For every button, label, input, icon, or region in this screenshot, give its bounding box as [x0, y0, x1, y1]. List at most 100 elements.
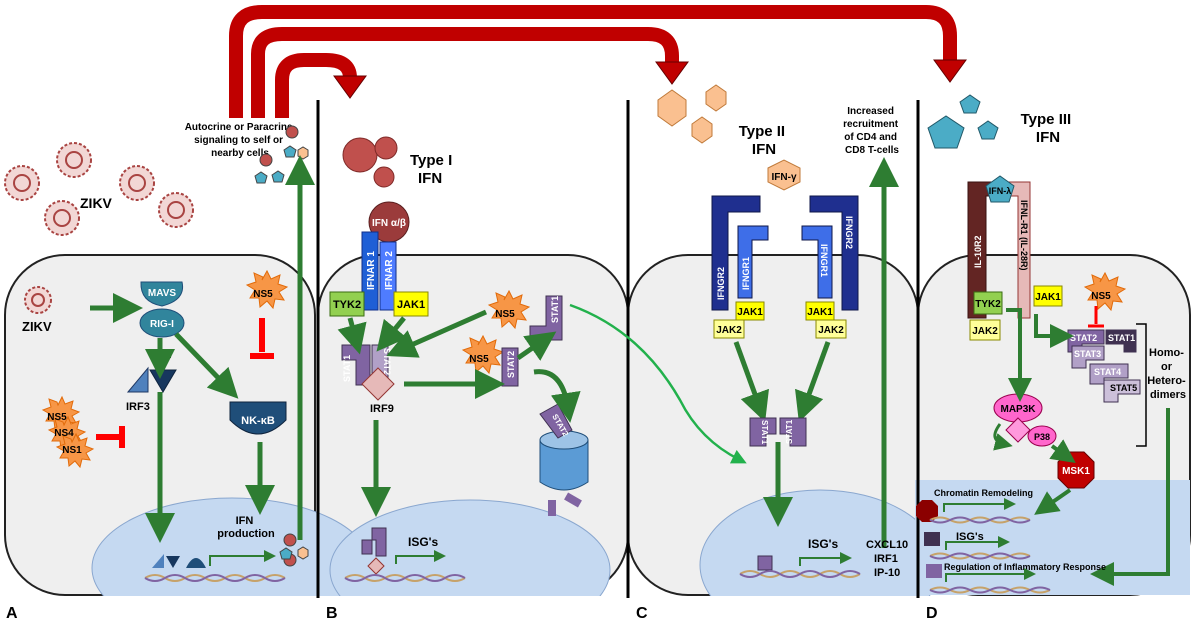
ifnl-ligand [985, 175, 1015, 203]
irf9-shape-b [361, 367, 395, 401]
jak1-box-b [393, 291, 429, 317]
dimer-bracket [1136, 323, 1147, 447]
type1-ifn-circles [342, 136, 398, 188]
stat5-label-d: STAT5 [1110, 383, 1137, 393]
chromatin-octagon [916, 500, 938, 522]
dna-c [739, 570, 861, 578]
zikv-label-inside: ZIKV [22, 319, 52, 334]
ifng-ligand [767, 159, 801, 191]
ns5-burst-b1: NS5 [487, 289, 531, 330]
green-arrows-a [90, 293, 275, 543]
signaling-label: Autocrine or Paracrine signaling to self… [185, 122, 296, 159]
stat-dimer-nucleus-1 [924, 532, 940, 546]
jak1-label-d: JAK1 [1035, 292, 1061, 303]
zikv-label-outside: ZIKV [80, 195, 113, 211]
map3k-label: MAP3K [1000, 404, 1036, 415]
panel-letter-d: D [926, 605, 938, 622]
stat-complex-b [341, 344, 371, 386]
fragment-1 [548, 500, 556, 516]
irf3-label: IRF3 [126, 401, 150, 413]
svg-text:NS5: NS5 [495, 309, 515, 320]
transcription-arrow-d2 [945, 536, 1010, 550]
isg-label-c: ISG's [808, 537, 839, 551]
isg-label-b: ISG's [408, 535, 439, 549]
ifnar2-label: IFNAR 2 [384, 251, 395, 290]
degradation-curve [533, 369, 581, 423]
ns5-burst-a: NS5 [245, 269, 289, 310]
top-red-arrows [229, 5, 957, 118]
irf3-shape [126, 366, 149, 393]
dna-d [929, 516, 1051, 594]
ifn-ab-label: IFN α/β [372, 218, 406, 229]
jak2-left-c [713, 319, 745, 339]
tyk2-box-d [973, 291, 1003, 315]
dna-a [144, 574, 286, 582]
ifn-production-label: IFN production [217, 515, 275, 540]
isg-label-d: ISG's [956, 531, 984, 543]
stat4-label-d: STAT4 [1094, 367, 1121, 377]
fragment-2 [564, 492, 582, 508]
ifn-output-shapes [254, 125, 309, 184]
svg-text:NS5: NS5 [253, 289, 273, 300]
map3k-loop [993, 423, 1013, 451]
ifnlr1-label: IFNL-R1 (IL-28R) [1019, 200, 1029, 271]
red-arrowhead-d [933, 59, 967, 83]
ns5-label-a2: NS5 [47, 412, 67, 423]
jak2-left-label: JAK2 [716, 325, 742, 336]
stat1-free-label: STAT1 [550, 296, 560, 323]
msk1-label: MSK1 [1062, 466, 1090, 477]
type3-ifn-pentagons [927, 94, 999, 149]
stat1-dimer-nucleus [757, 555, 773, 571]
transcription-arrow-d3 [945, 568, 1036, 582]
green-arrows-d [1006, 308, 1170, 586]
chromatin-label: Chromatin Remodeling [934, 488, 1033, 498]
svg-text:NS5: NS5 [469, 354, 489, 365]
stat-dimer-nucleus-2 [926, 564, 942, 578]
ifng-label: IFN-γ [772, 172, 797, 183]
type2-ifn-hexagons [657, 84, 727, 144]
inhibition-d [1088, 306, 1104, 328]
homo-hetero-label: Homo- or Hetero- dimers [1147, 347, 1189, 401]
jak2-right-c [815, 319, 847, 339]
stat1-a-label: STAT1 [760, 420, 769, 445]
jak2-label-d: JAK2 [972, 326, 998, 337]
tyk2-label-b: TYK2 [333, 299, 361, 311]
inhibition-a [96, 318, 274, 448]
rigi-shape [139, 308, 185, 338]
stat1-dimer-c [749, 417, 807, 447]
rigi-label: RIG-I [150, 319, 174, 330]
p38-label: P38 [1034, 432, 1050, 442]
red-arrowhead-b [333, 75, 367, 99]
tyk2-box-b [329, 291, 365, 317]
ns5-burst-d: NS5 [1083, 271, 1127, 312]
stat2-free-label: STAT2 [506, 351, 516, 378]
jak1-right-label: JAK1 [807, 307, 833, 318]
svg-text:NS5: NS5 [1091, 291, 1111, 302]
transcription-arrow-b [395, 550, 446, 564]
stat3-label-d: STAT3 [1074, 349, 1101, 359]
transcription-arrow-a [209, 550, 276, 566]
transcription-arrow-d1 [943, 498, 1016, 512]
panel-letter-b: B [326, 605, 338, 622]
stat1-to-c-arrow [569, 303, 747, 464]
red-arrowhead-c [655, 61, 689, 85]
irf1-label: IRF1 [874, 553, 898, 565]
zikv-virions [4, 142, 194, 314]
green-arrows-c [733, 341, 831, 527]
type3-title: Type III IFN [1021, 111, 1076, 146]
stat2-label-b: STAT2 [382, 348, 392, 375]
transcription-arrow-c [799, 552, 852, 566]
recruitment-label: Increased recruitment of CD4 and CD8 T-c… [843, 106, 901, 156]
ifngr1-left-label: IFNGR1 [741, 257, 751, 290]
ifnar2-receptor [379, 241, 397, 311]
stat1-label-b: STAT1 [342, 355, 352, 382]
cxcl10-label: CXCL10 [866, 539, 908, 551]
tyk2-label-d: TYK2 [975, 299, 1001, 310]
nfkb-shape [229, 401, 287, 435]
proteasome [539, 440, 589, 491]
ifn-production-shapes [279, 533, 309, 567]
green-arrows-b [337, 309, 557, 517]
jak2-box-d [969, 319, 1001, 341]
regulation-label: Regulation of Inflammatory Response [944, 562, 1106, 572]
